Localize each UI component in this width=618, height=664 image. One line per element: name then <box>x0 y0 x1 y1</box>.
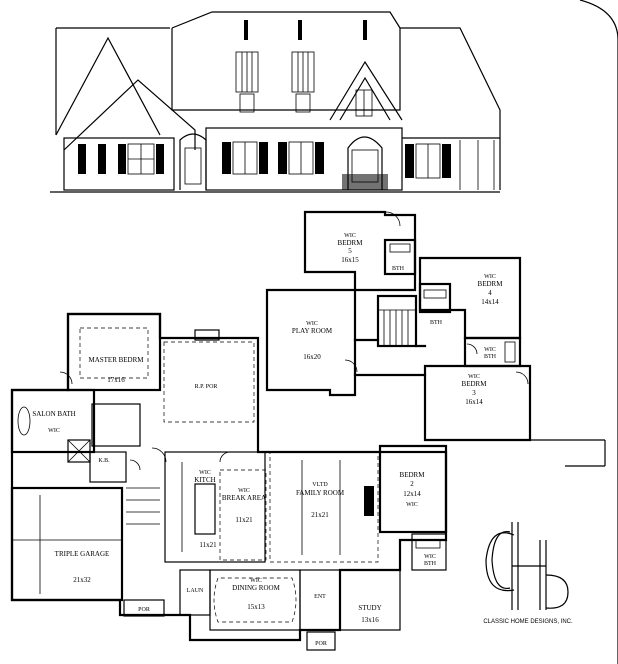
bedrm3-name: BEDRM <box>462 380 488 388</box>
breakarea-tag: WIC <box>238 488 250 494</box>
family-dim: 21x21 <box>311 511 329 519</box>
room-labels: WIC BEDRM 5 16x15 BTH WIC PLAY ROOM 16x2… <box>32 233 503 647</box>
garage-name: TRIPLE GARAGE <box>55 550 110 558</box>
dining-name: DINING ROOM <box>232 584 280 592</box>
front-elevation <box>50 11 501 193</box>
playroom-tag: WIC <box>306 321 318 327</box>
playroom-dim: 16x20 <box>303 353 321 361</box>
bedrm3-dim: 16x14 <box>465 398 483 406</box>
bath5-name: BTH <box>392 266 405 272</box>
rpor-name: R.P. POR <box>195 384 218 390</box>
garage-dim: 21x32 <box>73 576 91 584</box>
por-front-name: POR <box>315 641 327 647</box>
breakarea-dim: 11x21 <box>235 516 253 524</box>
breakarea-name: BREAK AREA <box>222 494 266 502</box>
salon-name: SALON BATH <box>32 410 75 418</box>
por-left-name: POR <box>138 607 150 613</box>
bedrm4-name: BEDRM <box>478 280 504 288</box>
bedrm2-note: WIC <box>406 502 418 508</box>
bedrm5-tag: WIC <box>344 233 356 239</box>
bedrm2-dim: 12x14 <box>403 490 421 498</box>
ent-name: ENT <box>314 594 326 600</box>
master-name: MASTER BEDRM <box>88 356 144 364</box>
study-dim: 13x16 <box>361 616 379 624</box>
study-name: STUDY <box>358 604 381 612</box>
family-name: FAMILY ROOM <box>296 489 345 497</box>
main-floor-plan <box>10 312 448 651</box>
playroom-name: PLAY ROOM <box>292 327 333 335</box>
laun-name: LAUN <box>187 588 204 594</box>
bedrm4-tag: WIC <box>484 274 496 280</box>
kb-name: K.B. <box>98 458 110 464</box>
bedrm4-dim: 14x14 <box>481 298 499 306</box>
bath2-name: BTH <box>424 561 437 567</box>
bedrm2-num: 2 <box>410 480 414 488</box>
bath3-name: BTH <box>484 354 497 360</box>
family-tag: VLTD <box>312 482 328 488</box>
bedrm3-num: 3 <box>472 389 476 397</box>
page-border <box>579 0 618 664</box>
bedrm5-num: 5 <box>348 247 352 255</box>
company-logo: CLASSIC HOME DESIGNS, INC. <box>483 522 573 625</box>
bath4-name: BTH <box>430 320 443 326</box>
bath3-tag: WIC <box>484 347 496 353</box>
dining-dim: 15x13 <box>247 603 265 611</box>
logo-text: CLASSIC HOME DESIGNS, INC. <box>483 619 573 625</box>
upper-floor-plan <box>265 210 606 467</box>
kitch-name: KITCH <box>194 476 215 484</box>
dining-tag: WIC <box>250 578 262 584</box>
master-dim: 17x16 <box>107 376 125 384</box>
bath2-tag: WIC <box>424 554 436 560</box>
bedrm4-num: 4 <box>488 289 492 297</box>
bedrm5-dim: 16x15 <box>341 256 359 264</box>
bedrm3-tag: WIC <box>468 374 480 380</box>
salon-tag: WIC <box>48 428 60 434</box>
kitch-tag: WIC <box>199 470 211 476</box>
kitch-dim: 11x21 <box>199 541 217 549</box>
bedrm5-name: BEDRM <box>338 239 364 247</box>
bedrm2-name: BEDRM <box>400 471 426 479</box>
